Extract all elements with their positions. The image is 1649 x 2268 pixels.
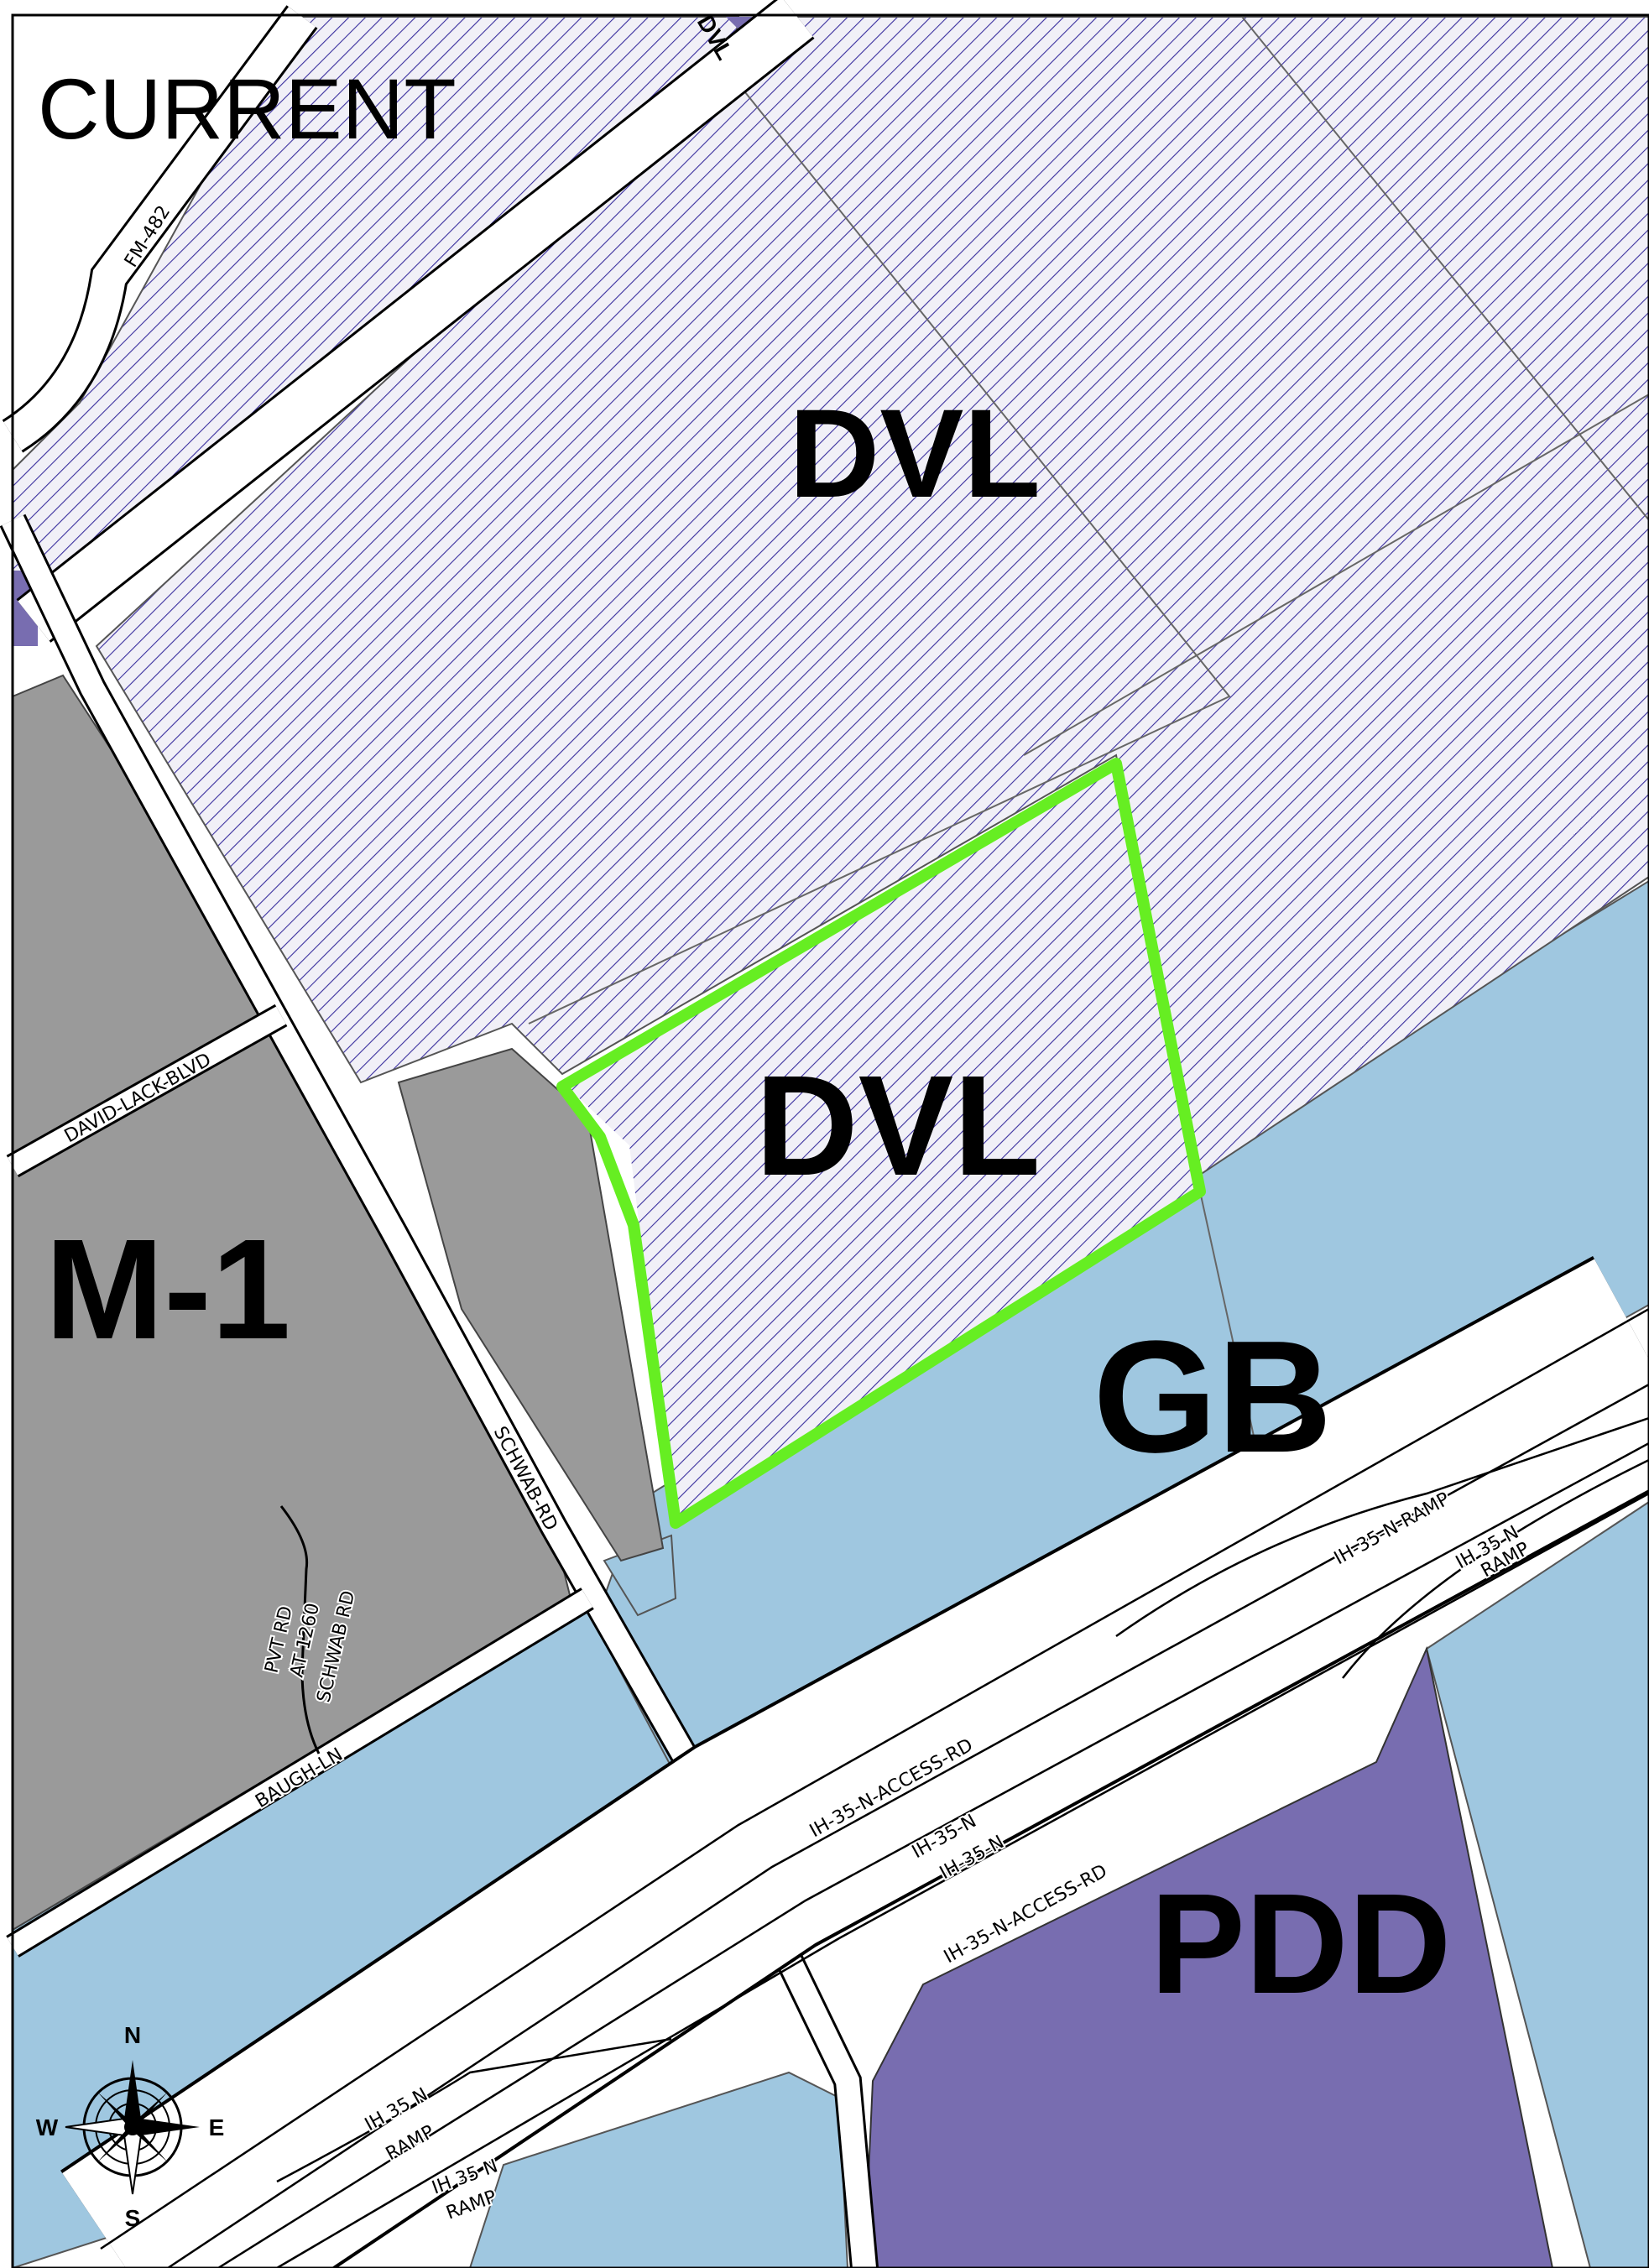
compass-needle-north-south bbox=[124, 2060, 141, 2127]
zone-dvl-north bbox=[95, 16, 1649, 1176]
compass-south: S bbox=[125, 2205, 141, 2231]
zone-pdd bbox=[863, 1645, 1554, 2268]
zone-label-pdd: PDD bbox=[1151, 1864, 1452, 2024]
map-frame bbox=[11, 13, 1649, 2268]
compass-rose: N S E W bbox=[36, 2022, 225, 2231]
parcel-lines bbox=[528, 16, 1649, 1536]
map-title: CURRENT bbox=[38, 61, 457, 157]
compass-west: W bbox=[36, 2114, 59, 2140]
zone-label-dvl-top: DVL bbox=[789, 383, 1041, 524]
zone-label-dvl-subject: DVL bbox=[755, 1046, 1041, 1206]
zone-label-gb: GB bbox=[1093, 1308, 1333, 1486]
zone-m1-east bbox=[397, 1047, 665, 1562]
zone-gb-south bbox=[468, 2071, 849, 2268]
zone-dvl-subject-fill bbox=[562, 759, 1200, 1519]
compass-east: E bbox=[209, 2114, 225, 2140]
compass-north: N bbox=[124, 2022, 141, 2048]
subject-parcel-outline bbox=[556, 758, 1206, 1529]
zone-gb-east bbox=[1425, 1500, 1649, 2268]
zone-label-m1: M-1 bbox=[45, 1210, 291, 1369]
